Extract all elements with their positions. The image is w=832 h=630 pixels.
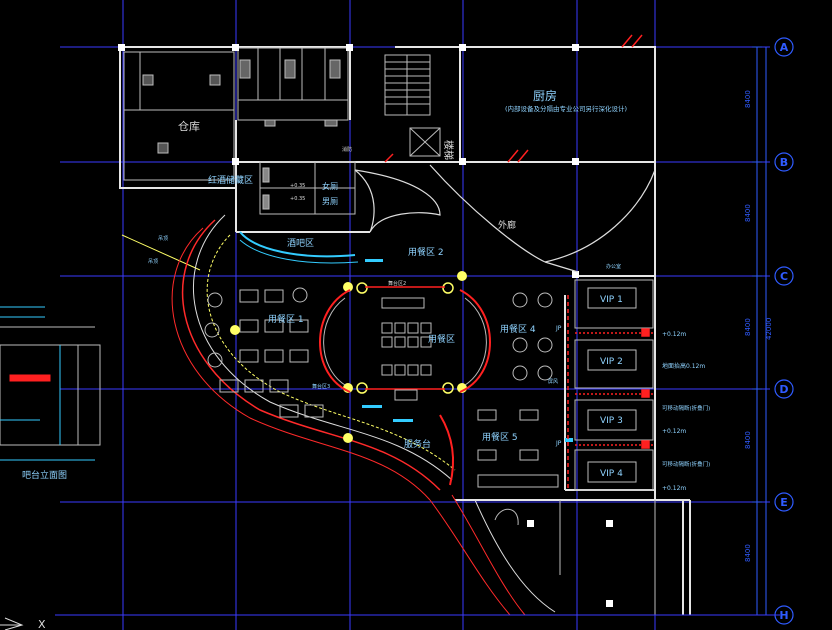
cursor-x-label: X (38, 618, 46, 630)
curved-partitions (354, 164, 656, 273)
structural-columns (118, 44, 613, 607)
vip-1-label: VIP 1 (600, 295, 623, 305)
vip-2-label: VIP 2 (600, 357, 623, 367)
service-counter-label: 服务台 (404, 438, 431, 450)
dining-area-2-label: 用餐区 2 (408, 246, 444, 258)
bar-label: 酒吧区 (287, 238, 314, 249)
vip-note-1: 可移动隔断(折叠门) (662, 404, 710, 412)
dimension-2: 8400 (744, 204, 752, 222)
vip-note-2: 可移动隔断(折叠门) (662, 460, 710, 468)
tag-ceiling-2: 吊顶 (148, 259, 158, 265)
bar-elevation-label: 吧台立面图 (22, 469, 67, 481)
office-label: 办公室 (606, 263, 621, 270)
vip-red-partitions (567, 295, 655, 490)
kitchen-label: 厨房 (533, 88, 557, 103)
dining-area-5-label: 用餐区 5 (482, 431, 518, 443)
small-level-2: +0.35 (290, 196, 305, 202)
dining-area-4-label: 用餐区 4 (500, 323, 536, 335)
stage-small-label: 舞台区2 (388, 280, 406, 287)
ucs-icon (0, 617, 24, 630)
small-level-1: +0.35 (290, 183, 305, 189)
red-wine-area-label: 红酒储藏区 (208, 174, 253, 186)
stair (384, 54, 441, 157)
storage-label: 仓库 (178, 119, 200, 133)
vip-4-label: VIP 4 (600, 469, 623, 479)
dimension-1: 8400 (744, 90, 752, 108)
dining-area-4-tables (512, 292, 553, 381)
tag-screen: 屏风 (548, 379, 558, 385)
women-wc-label: 女厕 (322, 181, 338, 191)
dining-area-5-tables (477, 409, 559, 488)
dimension-4: 8400 (744, 431, 752, 449)
cyan-counters (362, 259, 573, 442)
entrance-walls (494, 500, 656, 615)
axis-label-d: D (779, 383, 788, 396)
level-annotation-4: +0.12m (662, 485, 686, 492)
lights-ring (356, 282, 454, 394)
level-annotation-3: +0.12m (662, 428, 686, 435)
dining-area-3-label: 用餐区 (428, 333, 455, 345)
restroom-block (259, 161, 356, 215)
service-counter-red (439, 414, 454, 486)
tag-ceiling-1: 吊顶 (158, 236, 168, 242)
storage-room (123, 51, 235, 181)
vip-rooms (574, 279, 654, 491)
level-annotation-1: +0.12m (662, 331, 686, 338)
restroom-stalls (237, 47, 349, 127)
dining-area-1-tables (204, 287, 324, 418)
walkway-curve (429, 494, 556, 616)
central-booth (319, 286, 491, 393)
tag-jp-1: JP (555, 325, 562, 332)
axis-label-c: C (780, 270, 788, 283)
axis-label-b: B (780, 156, 788, 169)
dimension-chain (752, 46, 767, 616)
tag-fire: 消防 (342, 146, 352, 153)
corridor-label: 外廊 (498, 219, 516, 231)
kitchen-note: (内部设备及分隔由专业公司另行深化设计) (505, 104, 627, 113)
central-tables (381, 297, 432, 401)
stage-label: 舞台区3 (312, 383, 330, 390)
dimension-total: 42000 (765, 318, 773, 340)
dimension-3: 8400 (744, 318, 752, 336)
tag-jp-2: JP (555, 440, 562, 447)
bar-elevation-drawing (0, 306, 101, 461)
men-wc-label: 男厕 (322, 197, 338, 206)
dining-area-1-label: 用餐区 1 (268, 313, 304, 325)
bar-counter (239, 231, 359, 264)
dimension-5: 8400 (744, 544, 752, 562)
red-doors (384, 34, 643, 163)
axis-label-a: A (780, 41, 789, 54)
level-annotation-2: 地面抬高0.12m (662, 362, 705, 370)
axis-label-h: H (779, 609, 788, 622)
vip-3-label: VIP 3 (600, 416, 623, 426)
axis-label-e: E (780, 496, 788, 509)
axis-bubbles: A B C D E H (774, 37, 794, 625)
stair-label: 楼梯 (442, 140, 455, 160)
